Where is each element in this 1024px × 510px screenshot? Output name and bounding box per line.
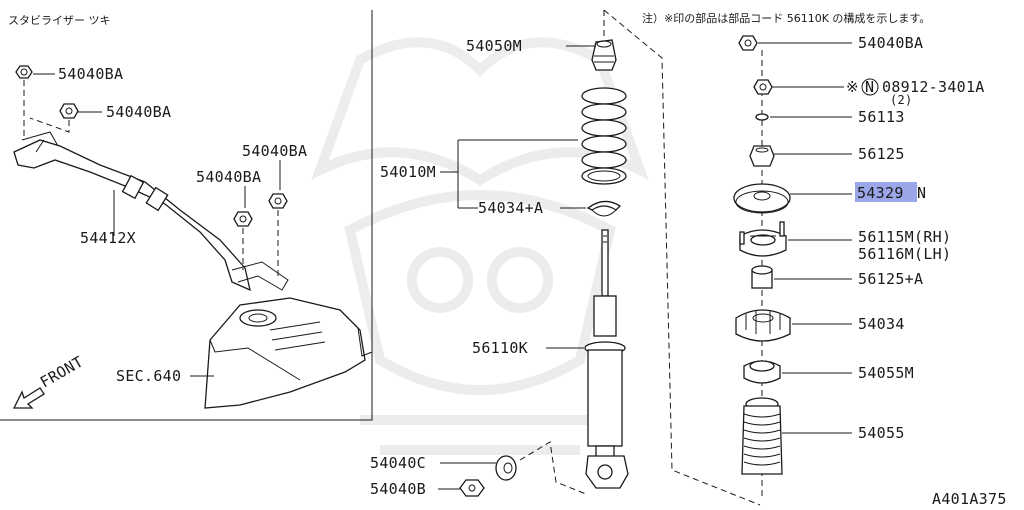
dust-boot — [741, 397, 783, 475]
note-text: 注）※印の部品は部品コード 56110K の構成を示します。 — [642, 11, 930, 25]
label-mount-plate-suffix: N — [917, 184, 926, 202]
bound-bumper — [743, 360, 781, 384]
label-nut-a: 54040BA — [58, 65, 123, 83]
coil-spring — [581, 87, 627, 185]
assembly-bracket — [603, 9, 761, 506]
insulator — [735, 309, 791, 342]
stabilizer-title: スタビライザー ツキ — [8, 14, 111, 27]
label-section-ref: SEC.640 — [116, 367, 181, 385]
circled-n-icon — [861, 78, 879, 96]
label-mount-plate: 54329 — [857, 184, 904, 202]
label-boot: 54055 — [858, 424, 905, 442]
spring-seat-ring — [586, 200, 622, 217]
washer — [755, 113, 769, 121]
label-washer-c: 54040C — [370, 454, 426, 472]
label-washer: 56113 — [858, 108, 905, 126]
label-mount-lh: 56116M(LH) — [858, 245, 951, 263]
diagram-id: A401A375 — [932, 490, 1007, 508]
label-circled-n: N — [865, 78, 874, 96]
label-nut-b-lower: 54040B — [370, 480, 426, 498]
nut-icon — [753, 79, 773, 95]
label-front: FRONT — [37, 353, 86, 392]
label-stabilizer-bar: 54412X — [80, 229, 136, 247]
subframe-section — [204, 297, 373, 409]
left-panel-border — [0, 10, 373, 421]
label-nut-qty: (2) — [890, 93, 913, 107]
label-top-nut: 54040BA — [858, 34, 923, 52]
watermark-emblem — [311, 37, 649, 455]
spacer — [751, 265, 773, 289]
label-marked: ※ — [846, 78, 859, 96]
strut-mount — [739, 221, 787, 257]
label-spacer: 56125+A — [858, 270, 923, 288]
nut-icon — [268, 193, 288, 209]
label-bump-stopper: 54050M — [466, 37, 522, 55]
label-nut-c: 54040BA — [196, 168, 261, 186]
label-strut: 56110K — [472, 339, 528, 357]
nut-icon — [233, 211, 253, 227]
bump-stopper — [591, 39, 617, 71]
label-nut-b: 54040BA — [106, 103, 171, 121]
label-coil-spring: 54010M — [380, 163, 436, 181]
label-nut-56125: 56125 — [858, 145, 905, 163]
label-nut-d: 54040BA — [242, 142, 307, 160]
mount-plate — [733, 183, 791, 214]
bushing-nut-icon — [459, 479, 485, 497]
label-bound-bumper: 54055M — [858, 364, 914, 382]
nut-icon — [15, 65, 33, 79]
flange-nut — [749, 145, 775, 167]
label-mount-rh: 56115M(RH) — [858, 228, 951, 246]
bushing-washer — [495, 455, 517, 481]
strut-assembly — [584, 229, 629, 489]
label-insulator: 54034 — [858, 315, 905, 333]
highlight-box — [855, 182, 917, 202]
nut-icon — [59, 103, 79, 119]
label-spring-seat: 54034+A — [478, 199, 543, 217]
label-nut-part: 08912-3401A — [882, 78, 985, 96]
nut-icon — [738, 35, 758, 51]
stabilizer-bar — [13, 131, 289, 292]
front-arrow-icon — [12, 387, 45, 409]
